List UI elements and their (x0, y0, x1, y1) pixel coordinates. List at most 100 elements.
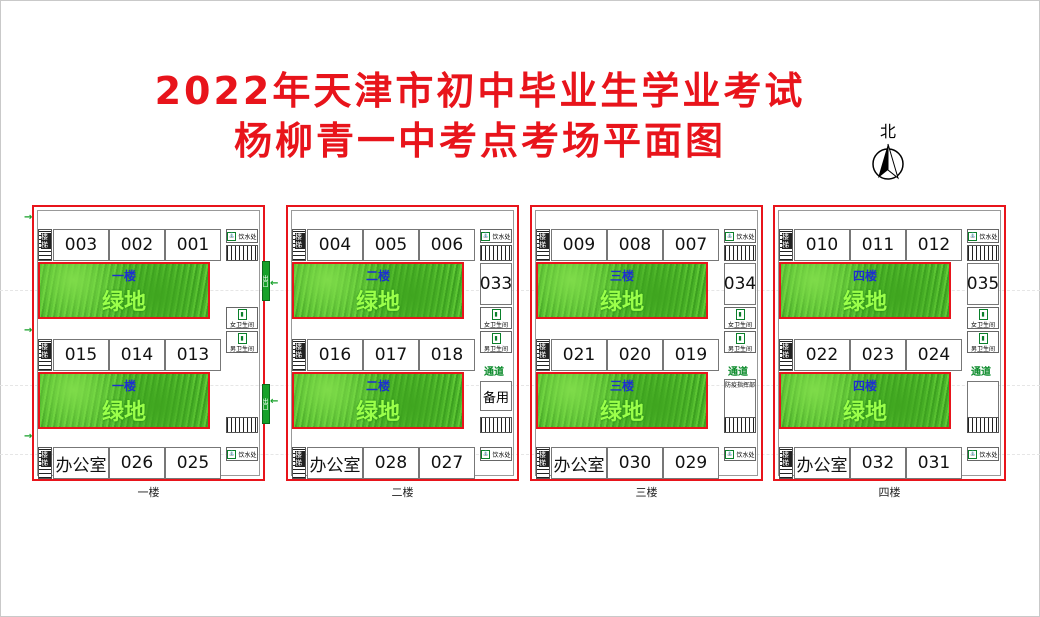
exam-room[interactable]: 033 (480, 263, 512, 305)
passage-label: 通道 (484, 367, 504, 378)
male-restroom-icon: ▮ (491, 333, 501, 344)
lawn-floor-label: 一楼 (111, 269, 136, 283)
lawn-floor-label: 三楼 (609, 379, 634, 393)
greenland-lawn: 一楼绿地 (38, 372, 210, 429)
greenland-lawn: 一楼绿地 (38, 262, 210, 319)
exam-room[interactable]: 017 (363, 339, 419, 371)
greenland-label: 绿地 (842, 400, 887, 425)
stair-icon: 楼梯 (779, 229, 793, 261)
exam-room[interactable]: 015 (53, 339, 109, 371)
water-tap-icon: ⛲ (725, 449, 735, 459)
greenland-label: 绿地 (355, 290, 400, 315)
female-restroom-icon: ▮ (237, 309, 247, 320)
stair-icon (480, 245, 512, 261)
water-tap: ⛲饮水处 (480, 447, 512, 461)
restroom-label: 男卫生间 (970, 346, 995, 353)
restroom-label: 男卫生间 (727, 346, 752, 353)
exam-room[interactable]: 办公室 (53, 447, 109, 479)
exam-room[interactable]: 001 (165, 229, 221, 261)
stair-icon: 楼梯 (292, 339, 306, 371)
exam-room[interactable]: 029 (663, 447, 719, 479)
exam-room[interactable]: 028 (363, 447, 419, 479)
spare-room[interactable]: 备用 (480, 381, 512, 411)
exam-room[interactable]: 025 (165, 447, 221, 479)
exam-room[interactable]: 035 (967, 263, 999, 305)
water-tap-label: 饮水处 (492, 451, 511, 459)
stair-icon: 楼梯 (536, 229, 550, 261)
passage-label: 通道 (971, 367, 991, 378)
lawn-floor-label: 三楼 (609, 269, 634, 283)
exam-room[interactable]: 010 (794, 229, 850, 261)
male-restroom: ▮男卫生间 (480, 331, 512, 353)
stair-label: 楼梯 (539, 451, 549, 467)
exam-room[interactable]: 办公室 (794, 447, 850, 479)
floor-caption: 一楼 (137, 486, 160, 499)
stair-icon: 楼梯 (292, 447, 306, 479)
exam-room[interactable]: 020 (607, 339, 663, 371)
exam-room[interactable]: 003 (53, 229, 109, 261)
epidemic-label: 防疫指挥部 (725, 382, 756, 389)
water-tap: ⛲饮水处 (967, 447, 999, 461)
exam-room[interactable]: 023 (850, 339, 906, 371)
stair-label: 楼梯 (295, 451, 305, 467)
exam-room[interactable]: 006 (419, 229, 475, 261)
exam-room[interactable]: 031 (906, 447, 962, 479)
lawn-floor-label: 二楼 (365, 379, 390, 393)
water-tap-icon: ⛲ (968, 231, 978, 241)
stair-label: 楼梯 (41, 233, 51, 249)
exam-room[interactable]: 005 (363, 229, 419, 261)
male-restroom: ▮男卫生间 (967, 331, 999, 353)
exit-door[interactable]: 出口 (261, 384, 270, 424)
exam-room[interactable]: 026 (109, 447, 165, 479)
exam-room[interactable]: 002 (109, 229, 165, 261)
male-restroom-icon: ▮ (237, 333, 247, 344)
epidemic-command-room[interactable]: 防疫指挥部 (724, 379, 756, 419)
stair-icon: 楼梯 (779, 339, 793, 371)
female-restroom: ▮女卫生间 (724, 307, 756, 329)
exam-room[interactable]: 030 (607, 447, 663, 479)
exam-room[interactable]: 022 (794, 339, 850, 371)
exam-room[interactable]: 办公室 (307, 447, 363, 479)
water-tap-icon: ⛲ (227, 231, 237, 241)
exam-room[interactable]: 016 (307, 339, 363, 371)
water-tap-label: 饮水处 (979, 233, 998, 241)
exam-room[interactable]: 007 (663, 229, 719, 261)
water-tap-label: 饮水处 (979, 451, 998, 459)
exam-room[interactable]: 018 (419, 339, 475, 371)
stair-icon (226, 245, 258, 261)
greenland-label: 绿地 (355, 400, 400, 425)
exam-room[interactable]: 021 (551, 339, 607, 371)
stair-icon (226, 417, 258, 433)
stair-label: 楼梯 (539, 343, 549, 359)
exam-room[interactable]: 032 (850, 447, 906, 479)
lawn-floor-label: 四楼 (852, 269, 877, 283)
female-restroom-icon: ▮ (735, 309, 745, 320)
exam-room[interactable]: 011 (850, 229, 906, 261)
exam-room[interactable]: 027 (419, 447, 475, 479)
stair-label: 楼梯 (295, 233, 305, 249)
female-restroom: ▮女卫生间 (226, 307, 258, 329)
exam-room[interactable]: 014 (109, 339, 165, 371)
floor-caption: 三楼 (635, 486, 658, 499)
exam-room[interactable]: 034 (724, 263, 756, 305)
stair-icon (480, 417, 512, 433)
exam-room[interactable]: 012 (906, 229, 962, 261)
exam-room[interactable]: 008 (607, 229, 663, 261)
exit-door[interactable]: 出口 (261, 261, 270, 301)
water-tap-label: 饮水处 (238, 451, 257, 459)
restroom-label: 男卫生间 (229, 346, 254, 353)
greenland-lawn: 三楼绿地 (536, 372, 708, 429)
exam-room[interactable]: 办公室 (551, 447, 607, 479)
exam-room[interactable]: 024 (906, 339, 962, 371)
exam-room[interactable]: 004 (307, 229, 363, 261)
greenland-label: 绿地 (599, 400, 644, 425)
greenland-label: 绿地 (101, 400, 146, 425)
exam-room[interactable]: 019 (663, 339, 719, 371)
stair-label: 楼梯 (539, 233, 549, 249)
stair-icon (724, 245, 756, 261)
exam-room[interactable]: 013 (165, 339, 221, 371)
water-tap: ⛲饮水处 (724, 447, 756, 461)
exam-room[interactable]: 009 (551, 229, 607, 261)
